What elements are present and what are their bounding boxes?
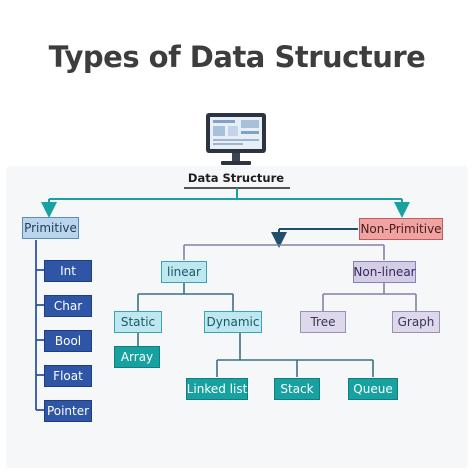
diagram-title: Types of Data Structure	[48, 40, 426, 74]
computer-monitor-icon	[205, 112, 267, 172]
primitive-node: Primitive	[22, 217, 79, 239]
non-primitive-node: Non-Primitive	[359, 218, 443, 240]
queue-node: Queue	[348, 378, 398, 400]
graph-node: Graph	[392, 311, 440, 333]
stack-node: Stack	[274, 378, 320, 400]
non-linear-node: Non-linear	[353, 261, 416, 283]
primitive-item-bool: Bool	[44, 330, 92, 352]
primitive-item-int: Int	[44, 260, 92, 282]
root-node-label: Data Structure	[187, 171, 285, 185]
static-node: Static	[114, 311, 162, 333]
linear-node: linear	[161, 261, 207, 283]
linked-list-node: Linked list	[186, 378, 248, 400]
tree-node: Tree	[300, 311, 346, 333]
dynamic-node: Dynamic	[204, 311, 262, 333]
array-node: Array	[114, 346, 160, 368]
primitive-item-char: Char	[44, 295, 92, 317]
primitive-item-pointer: Pointer	[44, 400, 92, 422]
primitive-item-float: Float	[44, 365, 92, 387]
